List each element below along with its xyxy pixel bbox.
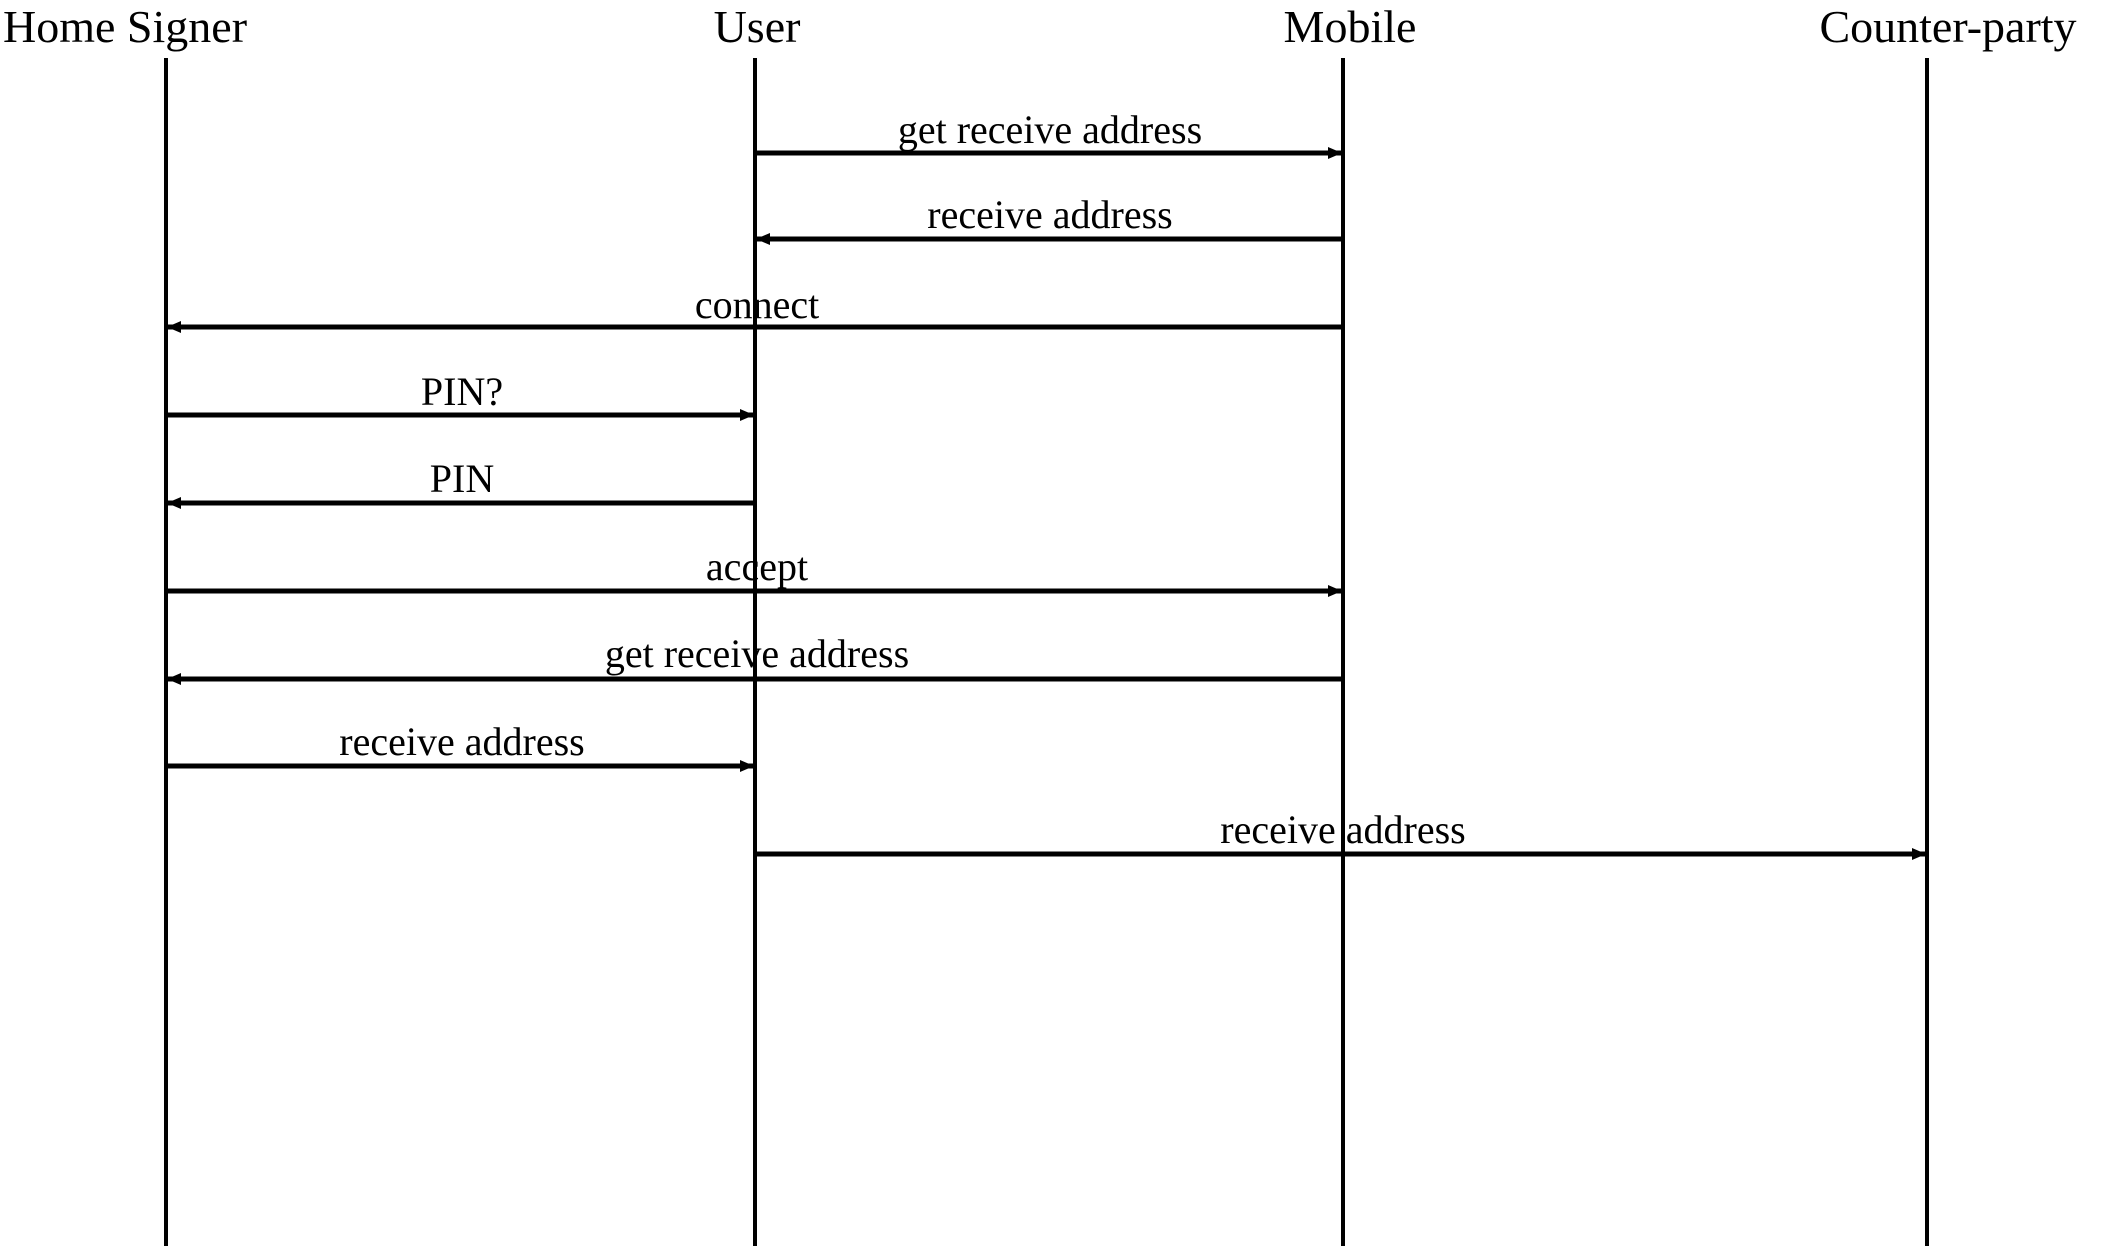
message-label-m3: connect <box>694 282 820 327</box>
message-label-m7: get receive address <box>604 631 910 676</box>
message-label-m9: receive address <box>1220 807 1466 852</box>
lifelines-layer <box>164 58 1929 1246</box>
actor-label-home-signer: Home Signer <box>2 1 248 52</box>
actor-label-mobile: Mobile <box>1283 1 1417 52</box>
message-label-m2: receive address <box>927 192 1173 237</box>
message-label-m5: PIN <box>429 456 495 501</box>
actor-label-counter-party: Counter-party <box>1819 1 2077 52</box>
message-label-m1: get receive address <box>897 107 1203 152</box>
message-label-m4: PIN? <box>420 369 504 414</box>
message-label-m6: accept <box>705 544 809 589</box>
message-label-m8: receive address <box>339 719 585 764</box>
actor-label-user: User <box>713 1 801 52</box>
message-arrows-layer <box>166 147 1926 860</box>
